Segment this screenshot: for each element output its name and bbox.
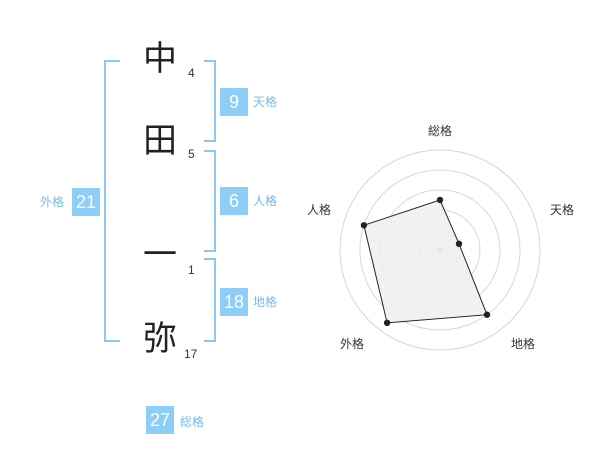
- radar-point-4: [360, 222, 368, 229]
- name-char-2: 田: [143, 121, 177, 161]
- radar-axis-label-soukaku: 総格: [428, 124, 453, 138]
- gaikaku-bracket: [104, 60, 120, 342]
- stroke-count-1: 4: [188, 66, 195, 80]
- gaikaku-value: 21: [72, 188, 100, 216]
- tenkaku-value: 9: [220, 88, 248, 116]
- radar-point-2: [483, 311, 491, 318]
- radar-axis-label-chikaku: 地格: [511, 337, 536, 351]
- soukaku-label: 総格: [180, 415, 205, 429]
- chikaku-value: 18: [220, 288, 248, 316]
- radar-polygon: [363, 199, 488, 324]
- radar-axis-label-gaikaku: 外格: [340, 337, 365, 351]
- radar-point-0: [436, 196, 444, 204]
- name-char-4: 弥: [143, 319, 177, 359]
- stroke-count-4: 17: [184, 347, 198, 361]
- tenkaku-bracket: [204, 60, 216, 142]
- radar-axis-label-tenkaku: 天格: [550, 203, 575, 217]
- radar-point-3: [383, 319, 391, 327]
- stroke-count-2: 5: [188, 147, 195, 161]
- radar-point-1: [455, 240, 463, 248]
- stroke-count-3: 1: [188, 263, 195, 277]
- name-char-3: 一: [143, 235, 177, 275]
- chikaku-bracket: [204, 258, 216, 342]
- tenkaku-label: 天格: [253, 95, 278, 109]
- name-char-1: 中: [143, 39, 177, 79]
- jinkaku-bracket: [204, 150, 216, 252]
- chikaku-label: 地格: [253, 295, 278, 309]
- gaikaku-label: 外格: [40, 195, 65, 209]
- jinkaku-value: 6: [220, 187, 248, 215]
- radar-ring: [339, 149, 541, 351]
- radar-ring: [359, 169, 521, 331]
- radar-axis-label-jinkaku: 人格: [307, 203, 332, 217]
- jinkaku-label: 人格: [253, 194, 278, 208]
- soukaku-value: 27: [146, 406, 174, 434]
